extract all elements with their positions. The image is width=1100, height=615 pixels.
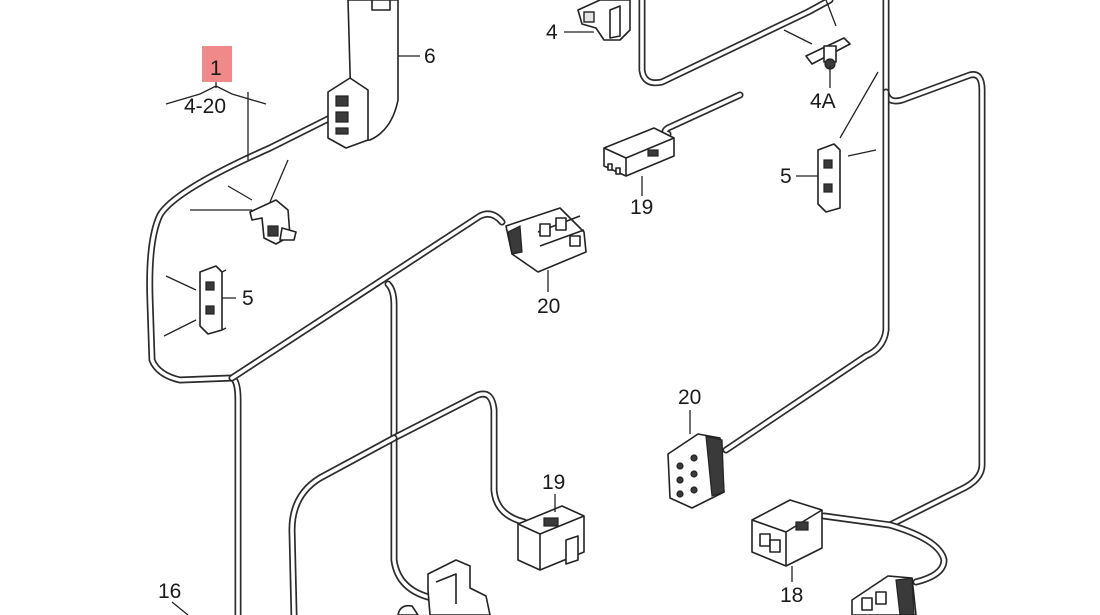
connector-20-upper [505,207,587,273]
callout-19-lower: 19 [542,471,565,494]
callout-16: 16 [158,580,181,603]
callout-19-top: 19 [630,196,653,219]
callout-6: 6 [424,45,436,68]
clip-5-right [817,143,841,213]
wiring-harness [146,0,986,615]
callout-20-upper: 20 [537,295,560,318]
callout-4: 4 [546,21,558,44]
connector-6 [327,0,399,149]
callout-4a: 4A [810,90,836,113]
callout-18: 18 [780,584,803,607]
callout-5-left: 5 [242,287,254,310]
connector-20-lower [667,433,725,509]
connector-19-top [603,127,675,177]
callout-1: 1 [210,57,222,80]
callout-4-20: 4-20 [184,95,226,118]
clip-5-left [199,265,227,335]
connector-19-lower [517,505,585,571]
connector-bottom-right [851,575,917,615]
clip-4a [805,37,851,70]
bracket-bottom [397,559,491,615]
bracket-4 [577,0,631,41]
callouts: 1 4-20 6 4 4A 5 5 19 20 20 19 16 18 [158,21,836,607]
leader-lines [163,0,879,615]
callout-20-lower: 20 [678,386,701,409]
connector-18 [751,499,823,567]
callout-1-highlight [202,46,232,82]
callout-5-right: 5 [780,165,792,188]
harness-clip [249,199,297,245]
